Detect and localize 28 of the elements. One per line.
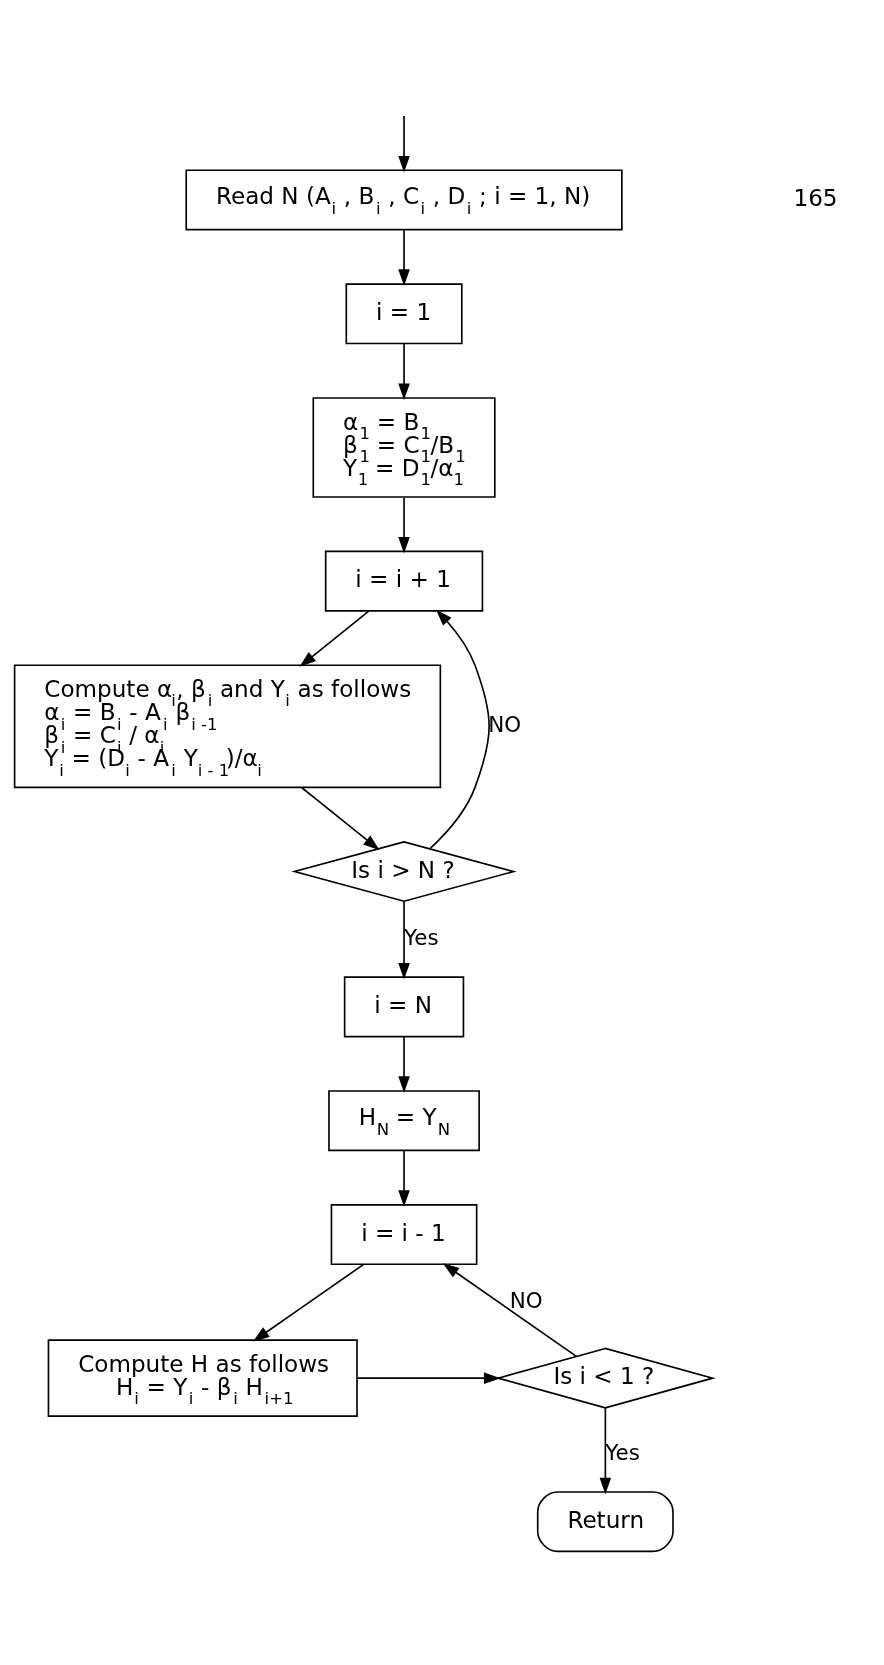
arrow [398,900,410,980]
node-box: i = i + 1 [324,550,484,612]
edge-label: Yes [605,1439,640,1465]
arrow [299,609,370,667]
arrow [398,342,410,400]
arrow [398,496,410,553]
arrow [252,1263,365,1342]
label: 165 [793,184,838,211]
edge-label: NO [509,1287,543,1313]
node-box: H$_{N}$ = Y$_{N}$ [328,1089,480,1151]
arrow [356,1371,501,1384]
node-box: Read N (A$_{i}$ , B$_{i}$ , C$_{i}$ , D$_{i}$ ; i = 1, N) [185,168,623,230]
arrow [398,114,410,172]
arrow [442,1262,578,1357]
arrow [398,228,410,286]
node-box: α$_{1}$ = B$_{1}$ β$_{1}$ = C$_{1}$/B$_{1}$ Y$_{1}$ = D$_{1}$/α$_{1}$ [312,396,496,498]
arrow [301,786,380,850]
arrow [599,1406,612,1494]
node-box: i = i - 1 [330,1203,478,1265]
node-diamond: Is i > N ? [291,840,517,902]
node-box: i = N [343,975,465,1037]
node-box: Return [536,1490,674,1552]
edge-label: NO [488,711,522,737]
node-box: Compute H as follows H$_{i}$ = Y$_{i}$ - β$_{i}$ H$_{i+1}$ [47,1338,358,1417]
arrow [398,1035,410,1093]
arrow [398,1149,410,1207]
arrow [429,609,490,849]
node-box: i = 1 [345,282,463,344]
